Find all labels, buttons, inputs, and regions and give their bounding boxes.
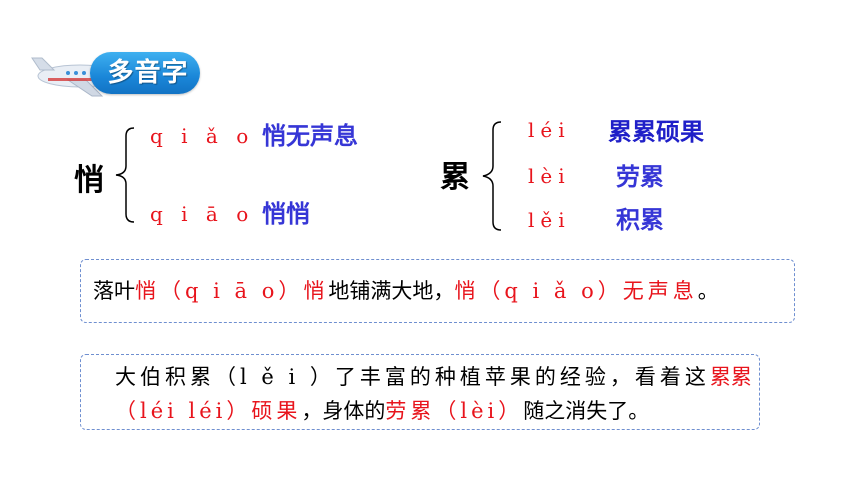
example-word: 悄悄: [262, 200, 310, 228]
pinyin-reading: léi: [528, 118, 571, 142]
pinyin-reading: q i ǎ o: [150, 124, 255, 148]
example-word: 累累硕果: [608, 118, 704, 146]
sentence-fragment: 地铺满大地，: [328, 279, 455, 303]
example-word: 劳累: [616, 163, 664, 191]
badge-title: 多音字: [107, 58, 189, 88]
sentence-line: （léi léi）硕果，身体的劳累（lèi）随之消失了。: [115, 393, 649, 429]
brace-icon: [482, 121, 502, 231]
example-word: 积累: [616, 206, 664, 234]
section-badge: 多音字: [28, 50, 203, 98]
sentence-box: 大伯积累（l ě i ）了丰富的种植苹果的经验，看着这累累 （léi léi）硕…: [80, 354, 760, 430]
sentence-box: 落叶悄（q i ā o）悄地铺满大地，悄（q i ǎ o）无声息。: [80, 259, 795, 323]
sentence-fragment: 落叶: [93, 279, 135, 303]
polyphone-char: 悄: [74, 163, 104, 198]
highlight-fragment: （léi léi）硕果: [115, 399, 302, 423]
polyphone-char: 累: [440, 160, 470, 195]
highlight-fragment: 累累: [709, 365, 752, 389]
sentence-text: 落叶悄（q i ā o）悄地铺满大地，悄（q i ǎ o）无声息。: [93, 273, 719, 309]
brace-icon: [115, 127, 135, 223]
pinyin-reading: lèi: [528, 164, 571, 188]
pinyin-reading: lěi: [528, 208, 571, 232]
sentence-fragment: 大伯积累（l ě i ）了丰富的种植苹果的经验，看着这: [115, 365, 710, 389]
highlight-fragment: 悄（q i ǎ o）无声息: [454, 279, 698, 303]
sentence-fragment: ，身体的: [301, 399, 386, 423]
sentence-fragment: 随之消失了。: [523, 399, 650, 423]
highlight-fragment: 劳累（lèi）: [385, 399, 524, 423]
pinyin-reading: q i ā o: [150, 202, 255, 226]
sentence-fragment: 。: [697, 279, 719, 303]
example-word: 悄无声息: [262, 122, 358, 150]
sentence-line: 大伯积累（l ě i ）了丰富的种植苹果的经验，看着这累累: [115, 359, 752, 395]
highlight-fragment: 悄（q i ā o）悄: [135, 279, 329, 303]
